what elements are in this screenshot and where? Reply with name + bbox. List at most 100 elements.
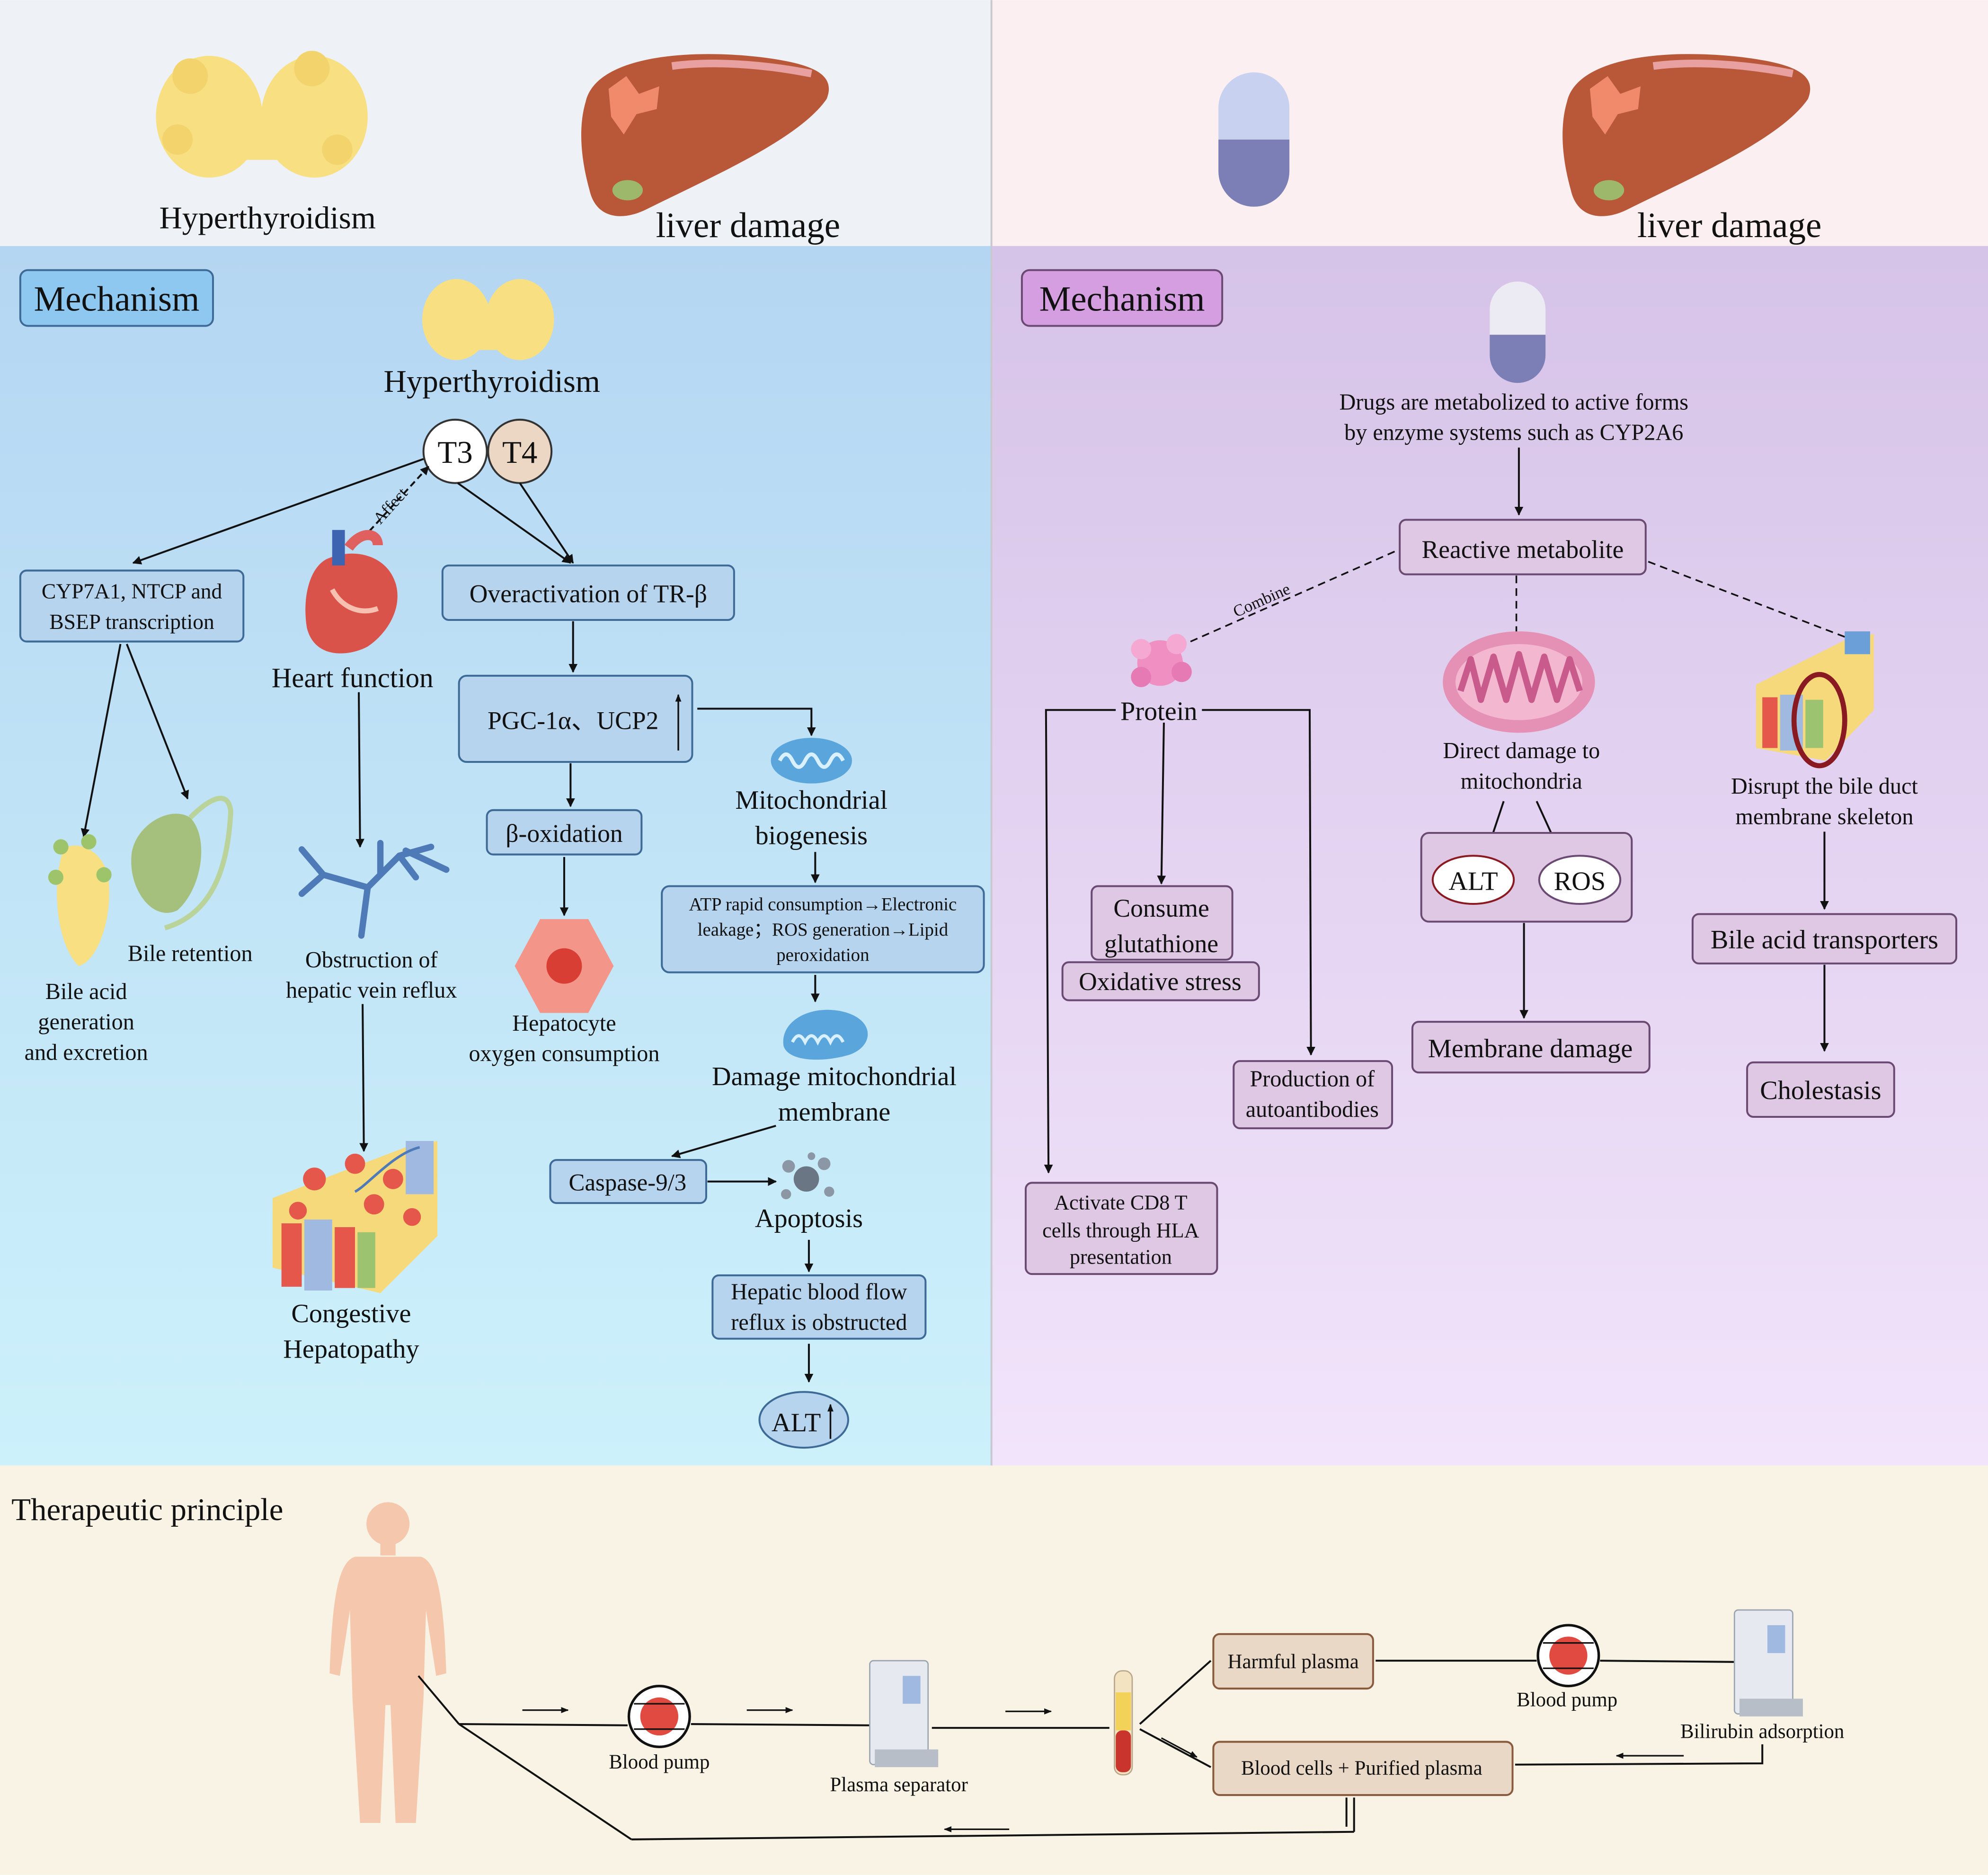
bile-acid-line1: Bile acid xyxy=(45,979,127,1004)
cd8-line2: cells through HLA xyxy=(1042,1219,1199,1242)
membrane-damage-box xyxy=(1411,1021,1651,1074)
arrow-obstruction-to-congestive xyxy=(359,1004,368,1152)
bilirubin-adsorption-icon xyxy=(1733,1609,1803,1716)
ros-label: ROS xyxy=(1554,867,1606,896)
alt-ellipse-right xyxy=(1431,855,1515,905)
caspase-box xyxy=(549,1159,707,1204)
hepatic-vein-icon xyxy=(298,840,450,939)
disrupt-line1: Disrupt the bile duct xyxy=(1731,774,1918,799)
blood-pump-label-2: Blood pump xyxy=(1517,1689,1617,1711)
arrow-protein-to-glutathione xyxy=(1157,722,1166,885)
harmful-plasma-box xyxy=(1212,1633,1374,1690)
line-protein-left xyxy=(1044,709,1116,1174)
dashed-reactive-to-bileduct xyxy=(1648,561,1854,641)
hepatic-flow-box xyxy=(711,1274,927,1340)
pill-icon xyxy=(1218,72,1290,207)
human-body-icon xyxy=(329,1502,446,1823)
cd8-box xyxy=(1024,1182,1218,1275)
blood-pump-icon-1 xyxy=(627,1685,691,1748)
transporters-label: Bile acid transporters xyxy=(1711,925,1938,955)
line-protein-right xyxy=(1202,709,1315,1056)
bile-acid-icon xyxy=(48,834,112,966)
bile-retention-label: Bile retention xyxy=(128,941,253,966)
gallbladder-icon xyxy=(131,796,233,931)
atp-line2: leakage；ROS generation→Lipid xyxy=(698,920,948,940)
mechanism-label-right: Mechanism xyxy=(1039,279,1205,318)
hepatocyte-line1: Hepatocyte xyxy=(512,1011,616,1036)
arrow-t3-to-cyp7a1 xyxy=(132,458,424,565)
hepatocyte-line2: oxygen consumption xyxy=(469,1041,659,1066)
atp-line1: ATP rapid consumption→Electronic xyxy=(689,894,957,914)
cd8-line1: Activate CD8 T xyxy=(1054,1191,1187,1214)
mitobio-line2: biogenesis xyxy=(755,821,868,850)
alt-label-right: ALT xyxy=(1448,867,1498,896)
oxidative-box xyxy=(1061,961,1260,1001)
glutathione-box xyxy=(1091,885,1234,961)
line-body-to-junction xyxy=(417,1675,460,1725)
arrow-damage-to-caspase xyxy=(671,1124,776,1159)
bilirubin-label: Bilirubin adsorption xyxy=(1680,1721,1844,1743)
apoptosis-label: Apoptosis xyxy=(755,1204,863,1233)
direct-line1: Direct damage to xyxy=(1443,738,1600,763)
trb-label: Overactivation of TR-β xyxy=(470,580,707,608)
arrow-t3-to-trb xyxy=(457,482,571,564)
harmful-plasma-label: Harmful plasma xyxy=(1228,1651,1359,1673)
betaox-label: β-oxidation xyxy=(506,819,622,848)
thyroid-icon xyxy=(156,51,368,178)
damage-line2: membrane xyxy=(778,1097,890,1127)
plasma-separator-icon xyxy=(869,1660,939,1768)
arrow-t3-affect-heart xyxy=(358,466,429,543)
transporters-box xyxy=(1691,913,1958,964)
pill-icon-small xyxy=(1490,281,1546,383)
cholestasis-box xyxy=(1746,1061,1895,1118)
cyp7a1-box xyxy=(19,569,245,643)
line-return-bottom xyxy=(631,1831,1354,1840)
hepatic-flow-line2: reflux is obstructed xyxy=(731,1310,907,1335)
autoantibodies-line2: autoantibodies xyxy=(1246,1097,1379,1122)
flow-arrow-4 xyxy=(1161,1737,1198,1758)
blood-pump-icon-2 xyxy=(1536,1624,1600,1688)
trb-box xyxy=(441,564,735,621)
mitobio-line1: Mitochondrial xyxy=(735,786,888,815)
caspase-label: Caspase-9/3 xyxy=(569,1169,687,1196)
protein-icon xyxy=(1131,634,1192,687)
obstruction-line2: hepatic vein reflux xyxy=(286,978,457,1003)
bile-acid-line3: and excretion xyxy=(25,1040,148,1065)
congestive-line2: Hepatopathy xyxy=(283,1335,419,1364)
hepatocyte-icon xyxy=(515,919,614,1013)
congestive-liver-icon xyxy=(272,1141,438,1293)
left-header-panel xyxy=(0,0,992,246)
drugs-line1: Drugs are metabolized to active forms xyxy=(1339,389,1688,415)
cholestasis-label: Cholestasis xyxy=(1760,1076,1881,1106)
hepatic-flow-line1: Hepatic blood flow xyxy=(731,1280,907,1305)
mitochondria-icon-small xyxy=(771,738,852,784)
liver-icon xyxy=(581,54,829,216)
line-pump-to-separator xyxy=(691,1723,870,1726)
alt-label-left: ALT xyxy=(772,1408,821,1437)
plasma-separator-label: Plasma separator xyxy=(830,1774,967,1796)
mechanism-badge-left xyxy=(19,269,214,327)
pgc-label: PGC-1α、UCP2 xyxy=(488,706,658,734)
direct-line2: mitochondria xyxy=(1461,769,1582,794)
bile-duct-icon xyxy=(1756,631,1874,769)
cyp7a1-line1: CYP7A1, NTCP and xyxy=(42,579,222,603)
line-junction-to-return xyxy=(458,1723,632,1840)
oxidative-label: Oxidative stress xyxy=(1079,967,1242,996)
dashed-reactive-to-protein xyxy=(1179,550,1395,647)
line-tube-to-harmful xyxy=(1139,1660,1212,1725)
hyperthyroidism-label: Hyperthyroidism xyxy=(384,364,600,399)
pgc-box xyxy=(458,674,693,763)
membrane-damage-label: Membrane damage xyxy=(1428,1034,1633,1063)
mitochondria-icon-large xyxy=(1443,631,1595,733)
autoantibodies-line1: Production of xyxy=(1250,1067,1375,1092)
congestive-line1: Congestive xyxy=(291,1299,411,1328)
t3-label: T3 xyxy=(437,435,472,470)
t3-node xyxy=(422,418,488,484)
arrow-t4-to-trb xyxy=(519,482,574,564)
arrow-heart-to-veins xyxy=(355,692,364,848)
glutathione-line2: glutathione xyxy=(1104,929,1218,958)
line-body-to-pump xyxy=(459,1723,628,1726)
atp-line3: peroxidation xyxy=(776,945,869,965)
bile-acid-line2: generation xyxy=(38,1009,134,1035)
protein-label: Protein xyxy=(1120,697,1198,726)
